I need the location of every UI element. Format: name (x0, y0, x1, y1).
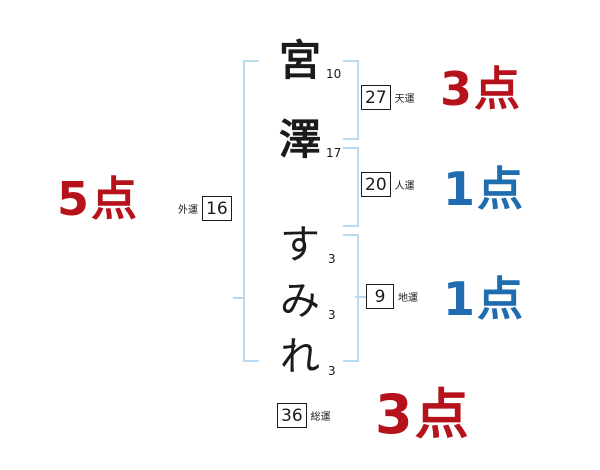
jinun-score: 1点 (443, 162, 526, 216)
souun-value: 36 (277, 403, 307, 428)
name-char-2: 澤 (278, 115, 321, 164)
name-char-5: れ (280, 334, 320, 380)
gaiun-group: 外運 16 (178, 196, 232, 221)
stroke-count-3: 3 (328, 252, 336, 266)
chiun-value: 9 (366, 284, 394, 309)
gaiun-bracket (243, 60, 259, 362)
stroke-count-2: 17 (326, 146, 342, 160)
gaiun-value: 16 (202, 196, 232, 221)
tenun-label: 天運 (394, 94, 415, 105)
souun-label: 総運 (310, 412, 331, 423)
jinun-bracket (343, 147, 359, 227)
souun-score: 3点 (375, 383, 471, 446)
stroke-count-1: 10 (326, 67, 342, 81)
name-char-3: す (280, 222, 320, 268)
tenun-value: 27 (361, 85, 391, 110)
souun-group: 36 総運 (277, 403, 331, 428)
gaiun-label: 外運 (178, 205, 198, 216)
gaiun-bracket-tick (233, 297, 245, 299)
tenun-bracket (343, 60, 359, 140)
jinun-value: 20 (361, 172, 391, 197)
chiun-label: 地運 (398, 293, 418, 304)
name-char-1: 宮 (278, 36, 321, 85)
chiun-bracket (343, 234, 359, 362)
chiun-bracket-tick (355, 296, 367, 298)
chiun-group: 9 地運 (366, 284, 418, 309)
stroke-count-4: 3 (328, 308, 336, 322)
tenun-score: 3点 (440, 62, 523, 116)
gaiun-score: 5点 (57, 172, 140, 226)
jinun-label: 人運 (394, 181, 415, 192)
jinun-group: 20 人運 (361, 172, 415, 197)
chiun-score: 1点 (443, 272, 526, 326)
tenun-group: 27 天運 (361, 85, 415, 110)
name-char-4: み (280, 278, 320, 324)
stroke-count-5: 3 (328, 364, 336, 378)
